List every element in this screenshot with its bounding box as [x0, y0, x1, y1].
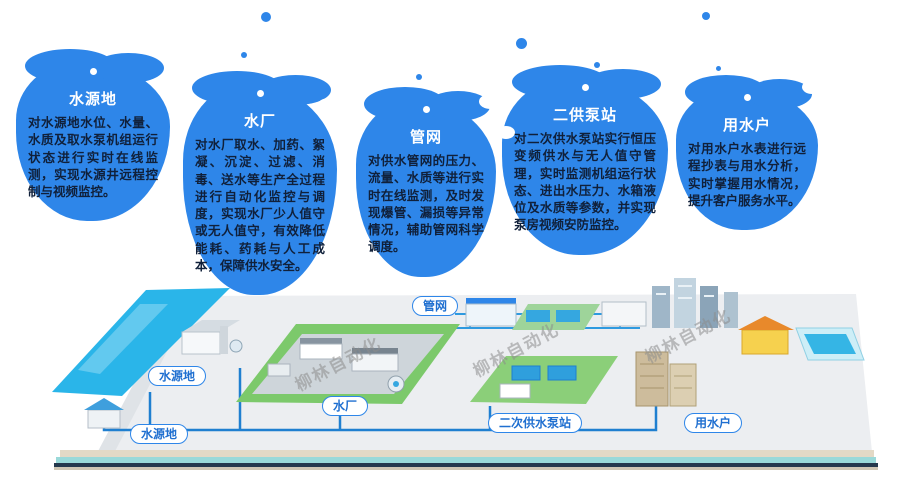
scene-illustration: [52, 278, 878, 470]
callout-source: 水源地 对水源地水位、水量、水质及取水泵机组运行状态进行实时在线监测，实现水源井…: [16, 48, 176, 222]
callout-cloud: 用水户 对用水户水表进行远程抄表与用水分析，实时掌握用水情况，提升客户服务水平。: [676, 75, 822, 230]
callout-cloud: 水厂 对水厂取水、加药、絮凝、沉淀、过滤、消毒、送水等生产全过程进行自动化监控与…: [183, 71, 341, 295]
bubble-dot-icon: [702, 12, 710, 20]
callout-title: 管网: [409, 129, 442, 146]
cloud-dot-icon: [90, 68, 97, 75]
scene-label-secondary: 二次供水泵站: [488, 413, 583, 434]
callout-network: 管网 对供水管网的压力、流量、水质等进行实时在线监测，及时发现爆管、漏损等异常情…: [356, 74, 501, 277]
village-building: [738, 316, 794, 355]
city-buildings: [652, 278, 738, 328]
secondary-pump-area: [470, 356, 618, 404]
cloud-blob-decoration: [156, 80, 176, 94]
bubble-dot-icon: [594, 62, 600, 68]
cloud-dot-icon: [257, 90, 264, 97]
ground-strata: [54, 450, 878, 470]
callout-desc: 对用水户水表进行远程抄表与用水分析，实时掌握用水情况，提升客户服务水平。: [688, 142, 806, 208]
callout-secondary: 二供泵站 对二次供水泵站实行恒压变频供水与无人值守管理，实时监测机组运行状态、进…: [497, 38, 668, 255]
bubble-dot-icon: [241, 52, 247, 58]
right-pond: [795, 327, 865, 361]
scene-label-network: 管网: [412, 296, 459, 317]
callout-title: 二供泵站: [552, 107, 617, 124]
scene-label-users: 用水户: [684, 413, 743, 434]
callout-cloud: 管网 对供水管网的压力、流量、水质等进行实时在线监测，及时发现爆管、漏损等异常情…: [356, 87, 501, 277]
source-station-building: [181, 320, 243, 355]
cloud-dot-icon: [582, 84, 589, 91]
callout-desc: 对水源地水位、水量、水质及取水泵机组运行状态进行实时在线监测，实现水源井远程控制…: [28, 116, 158, 199]
callout-users: 用水户 对用水户水表进行远程抄表与用水分析，实时掌握用水情况，提升客户服务水平。: [676, 12, 822, 230]
callout-cloud: 二供泵站 对二次供水泵站实行恒压变频供水与无人值守管理，实时监测机组运行状态、进…: [497, 65, 668, 255]
cloud-blob-decoration: [479, 94, 501, 109]
bubble-dot-icon: [80, 52, 87, 59]
callout-desc: 对二次供水泵站实行恒压变频供水与无人值守管理，实时监测机组运行状态、进出水压力、…: [514, 132, 656, 233]
bubble-dot-icon: [516, 38, 527, 49]
bubble-dot-icon: [416, 74, 422, 80]
bubble-dot-icon: [716, 66, 721, 71]
water-plant-area: [236, 324, 460, 404]
user-buildings: [635, 351, 697, 407]
callout-desc: 对供水管网的压力、流量、水质等进行实时在线监测，及时发现爆管、漏损等异常情况，辅…: [368, 154, 484, 255]
source-lake: [52, 288, 230, 396]
scene-label-source-2: 水源地: [130, 424, 189, 445]
cloud-blob-decoration: [802, 80, 822, 94]
scene-section: 管网 水源地 水厂 二次供水泵站 用水户 水源地 柳林自动化 柳林自动化 柳林自…: [0, 272, 900, 482]
callout-title: 用水户: [722, 117, 771, 134]
callout-title: 水厂: [243, 113, 276, 130]
network-facility: [465, 298, 647, 330]
pump-house-building: [84, 398, 124, 429]
cloud-dot-icon: [423, 106, 430, 113]
scene-label-plant: 水厂: [322, 396, 369, 417]
callout-desc: 对水厂取水、加药、絮凝、沉淀、过滤、消毒、送水等生产全过程进行自动化监控与调度，…: [195, 138, 325, 273]
cloud-blob-decoration: [317, 98, 341, 114]
cloud-blob-decoration: [497, 126, 515, 139]
bubble-dot-icon: [261, 12, 271, 22]
callout-title: 水源地: [68, 91, 117, 108]
cloud-dot-icon: [744, 94, 751, 101]
callout-cloud: 水源地 对水源地水位、水量、水质及取水泵机组运行状态进行实时在线监测，实现水源井…: [16, 48, 176, 222]
callout-plant: 水厂 对水厂取水、加药、絮凝、沉淀、过滤、消毒、送水等生产全过程进行自动化监控与…: [183, 12, 341, 295]
scene-label-source-1: 水源地: [148, 366, 207, 387]
